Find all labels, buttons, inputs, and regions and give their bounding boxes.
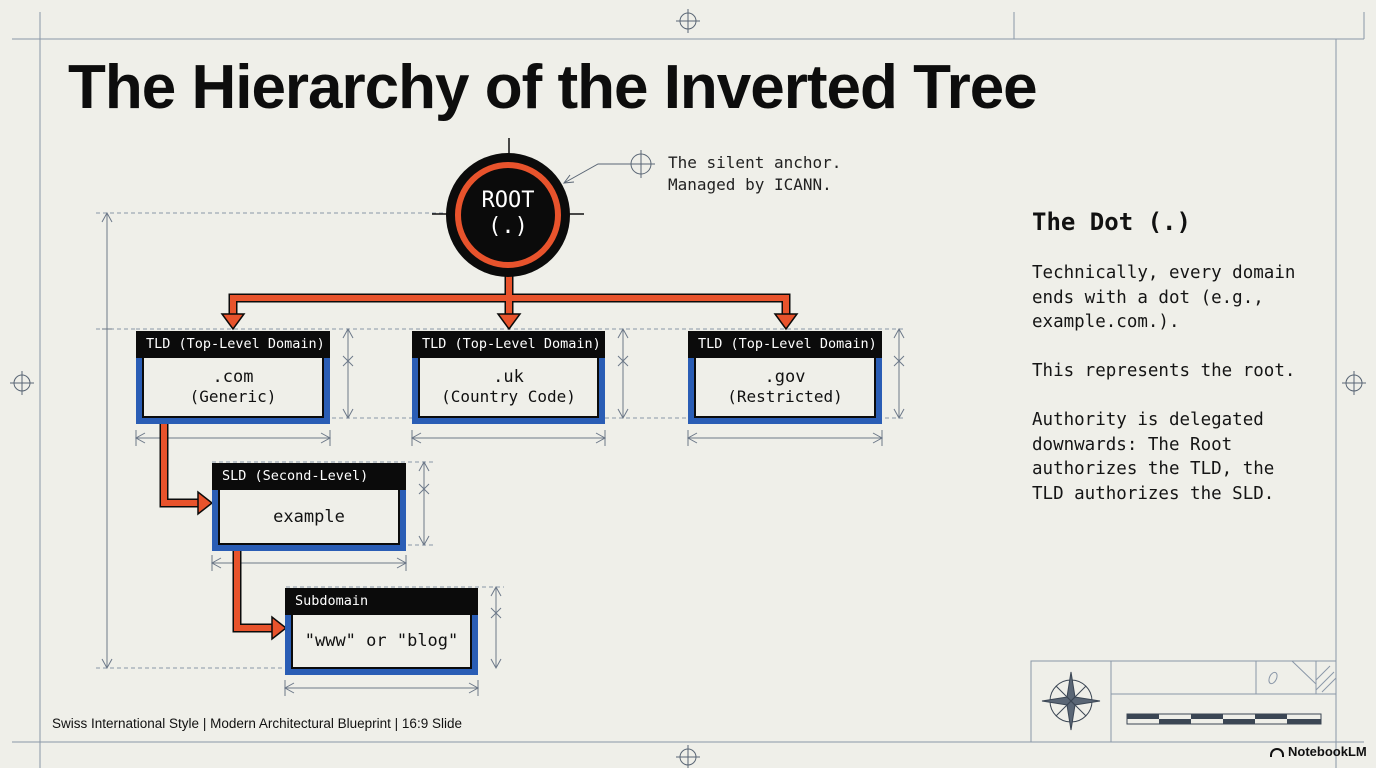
node-detail: (Generic) xyxy=(189,387,277,406)
node-body: .gov (Restricted) xyxy=(688,358,882,424)
node-value: example xyxy=(273,506,345,527)
node-body: .com (Generic) xyxy=(136,358,330,424)
subdomain-node: Subdomain "www" or "blog" xyxy=(285,588,478,675)
node-value: .com xyxy=(212,367,254,387)
sld-node: SLD (Second-Level) example xyxy=(212,463,406,551)
root-label-line2: (.) xyxy=(488,214,528,239)
root-label-line1: ROOT xyxy=(481,188,535,213)
title-block xyxy=(1030,660,1337,743)
node-header: Subdomain xyxy=(285,588,478,615)
page-title: The Hierarchy of the Inverted Tree xyxy=(68,53,1038,122)
root-node xyxy=(432,138,584,277)
node-value: .uk xyxy=(493,367,524,387)
tld-node-uk: TLD (Top-Level Domain) .uk (Country Code… xyxy=(412,331,605,424)
compass-rose-icon xyxy=(1041,671,1101,731)
root-label: ROOT (.) xyxy=(448,188,568,240)
footer-caption: Swiss International Style | Modern Archi… xyxy=(52,716,462,731)
page-border xyxy=(39,38,1337,743)
node-body: example xyxy=(212,490,406,551)
node-detail: (Country Code) xyxy=(441,387,576,406)
node-value: "www" or "blog" xyxy=(304,631,459,651)
tld-node-com: TLD (Top-Level Domain) .com (Generic) xyxy=(136,331,330,424)
brand-watermark: NotebookLM xyxy=(1270,744,1367,759)
tld-node-gov: TLD (Top-Level Domain) .gov (Restricted) xyxy=(688,331,882,424)
dimension-lines xyxy=(96,212,906,669)
root-annotation: The silent anchor. Managed by ICANN. xyxy=(668,153,842,194)
node-header: SLD (Second-Level) xyxy=(212,463,406,490)
node-body: "www" or "blog" xyxy=(285,615,478,675)
annotation-leader xyxy=(562,150,655,184)
node-detail: (Restricted) xyxy=(727,387,843,406)
node-value: .gov xyxy=(764,367,806,387)
sidebar-title: The Dot (.) xyxy=(1032,208,1191,236)
crosshair-marks xyxy=(10,9,1366,768)
node-header: TLD (Top-Level Domain) xyxy=(412,331,605,358)
hierarchy-connectors xyxy=(159,276,799,641)
scale-bar xyxy=(1126,713,1322,725)
brand-name: NotebookLM xyxy=(1288,744,1367,759)
node-body: .uk (Country Code) xyxy=(412,358,605,424)
sidebar-paragraph-1: Technically, every domain ends with a do… xyxy=(1032,263,1296,332)
notebooklm-logo-icon xyxy=(1270,748,1284,758)
node-header: TLD (Top-Level Domain) xyxy=(688,331,882,358)
sidebar-paragraph-3: Authority is delegated downwards: The Ro… xyxy=(1032,410,1275,504)
node-header: TLD (Top-Level Domain) xyxy=(136,331,330,358)
sidebar-paragraph-2: This represents the root. xyxy=(1032,361,1296,381)
